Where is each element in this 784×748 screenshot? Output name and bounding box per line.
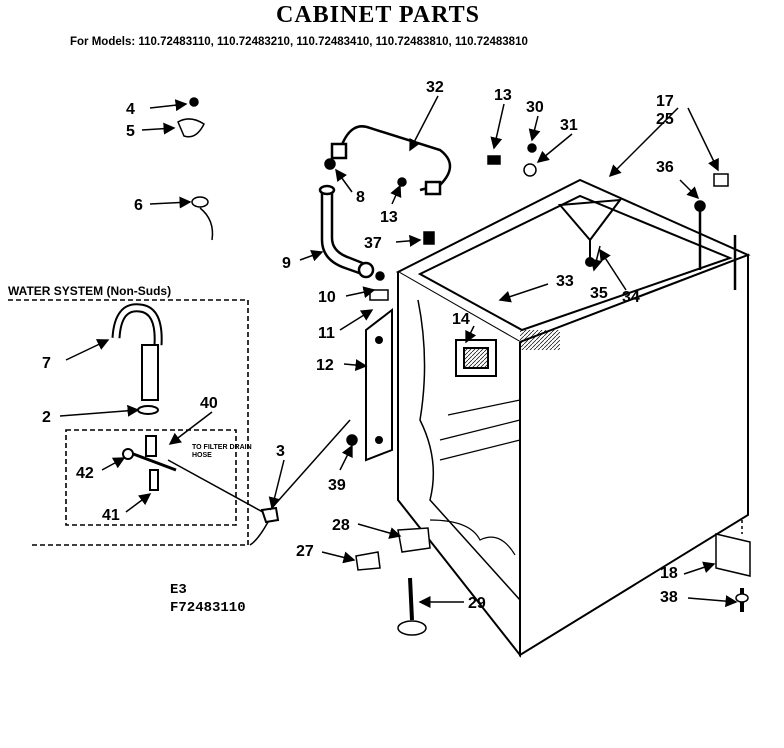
diagram-title: CABINET PARTS (276, 2, 480, 28)
callout-39: 39 (328, 477, 346, 494)
callout-37: 37 (364, 235, 382, 252)
hose-part-32 (330, 125, 452, 196)
callout-28: 28 (332, 517, 350, 534)
callout-36: 36 (656, 159, 674, 176)
water-system-title: WATER SYSTEM (Non-Suds) (8, 284, 172, 298)
callout-35: 35 (590, 285, 608, 302)
callout-11: 11 (318, 325, 335, 342)
callout-12: 12 (316, 357, 334, 374)
callout-3: 3 (276, 443, 285, 460)
callout-8: 8 (356, 189, 365, 206)
callout-40: 40 (200, 395, 218, 412)
callout-13b: 13 (380, 209, 398, 226)
callout-14: 14 (452, 311, 470, 328)
callout-labels: 4 5 6 32 13 30 31 17 25 8 13 36 37 9 33 … (42, 79, 678, 612)
callout-27: 27 (296, 543, 314, 560)
callout-41: 41 (102, 507, 120, 524)
callout-30: 30 (526, 99, 544, 116)
callout-7: 7 (42, 355, 51, 372)
callout-9: 9 (282, 255, 291, 272)
leader-lines (59, 95, 738, 608)
callout-2: 2 (42, 409, 51, 426)
pipe-part-9 (318, 184, 375, 279)
callout-4: 4 (126, 101, 135, 118)
callout-29: 29 (468, 595, 486, 612)
callout-13a: 13 (494, 87, 512, 104)
bracket-part-12 (365, 307, 393, 462)
callout-25: 25 (656, 111, 674, 128)
callout-32: 32 (426, 79, 444, 96)
switch-part-14 (455, 339, 497, 377)
water-system-parts (111, 303, 351, 546)
callout-6: 6 (134, 197, 143, 214)
models-line: For Models: 110.72483110, 110.72483210, … (70, 36, 528, 48)
callout-18: 18 (660, 565, 678, 582)
callout-5: 5 (126, 123, 135, 140)
callout-34: 34 (622, 289, 640, 306)
callout-10: 10 (318, 289, 336, 306)
callout-17: 17 (656, 93, 674, 110)
cabinet (395, 178, 751, 658)
section-code: E3 (170, 582, 187, 598)
figure-code: F72483110 (170, 600, 246, 616)
callout-42: 42 (76, 465, 94, 482)
callout-38: 38 (660, 589, 678, 606)
callout-31: 31 (560, 117, 578, 134)
callout-33: 33 (556, 273, 574, 290)
water-system-panel (8, 299, 249, 546)
filter-drain-note: TO FILTER DRAIN HOSE (192, 444, 252, 459)
